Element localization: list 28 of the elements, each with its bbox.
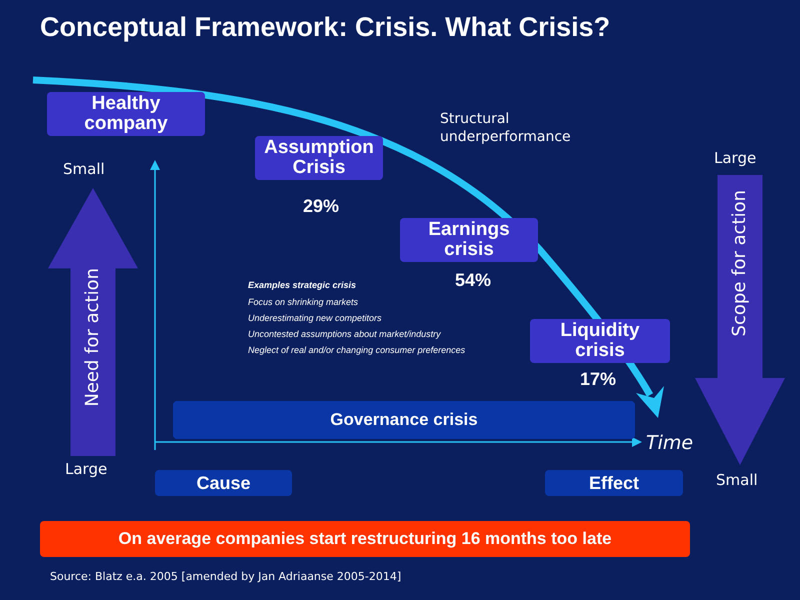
down-arrow	[695, 175, 785, 465]
crisis-box: Earnings crisis	[400, 218, 538, 262]
list-item: Neglect of real and/or changing consumer preferences	[248, 345, 466, 355]
up-arrow	[48, 188, 138, 456]
annotation: Structural underperformance	[440, 110, 572, 146]
list-heading: Examples strategic crisis	[248, 280, 356, 290]
percentage-label: 54%	[455, 270, 492, 291]
crisis-box: Healthy company	[47, 92, 205, 136]
percentage-label: 17%	[580, 369, 616, 390]
crisis-box: Cause	[155, 470, 292, 496]
axis-label: Large	[714, 149, 756, 167]
axis-label: Small	[63, 160, 105, 178]
list-item: Uncontested assumptions about market/industry	[248, 329, 441, 339]
list-item: Focus on shrinking markets	[248, 297, 358, 307]
crisis-box: Assumption Crisis	[255, 136, 383, 180]
crisis-box: Governance crisis	[173, 401, 635, 439]
arrow-label: Scope for action	[729, 190, 750, 336]
source-note: Source: Blatz e.a. 2005 [amended by Jan Adriaanse 2005-2014]	[50, 570, 402, 583]
crisis-box: Effect	[545, 470, 683, 496]
percentage-label: 29%	[303, 196, 340, 217]
banner: On average companies start restructuring 16 months too late	[40, 521, 690, 557]
arrow-label: Need for action	[82, 268, 103, 408]
crisis-box: Liquidity crisis	[530, 319, 670, 363]
axis-label: Small	[716, 471, 758, 489]
list-item: Underestimating new competitors	[248, 313, 382, 323]
axis-label: Time	[646, 432, 694, 454]
slide-title: Conceptual Framework: Crisis. What Crisis?	[40, 12, 610, 43]
axis-label: Large	[65, 460, 108, 478]
